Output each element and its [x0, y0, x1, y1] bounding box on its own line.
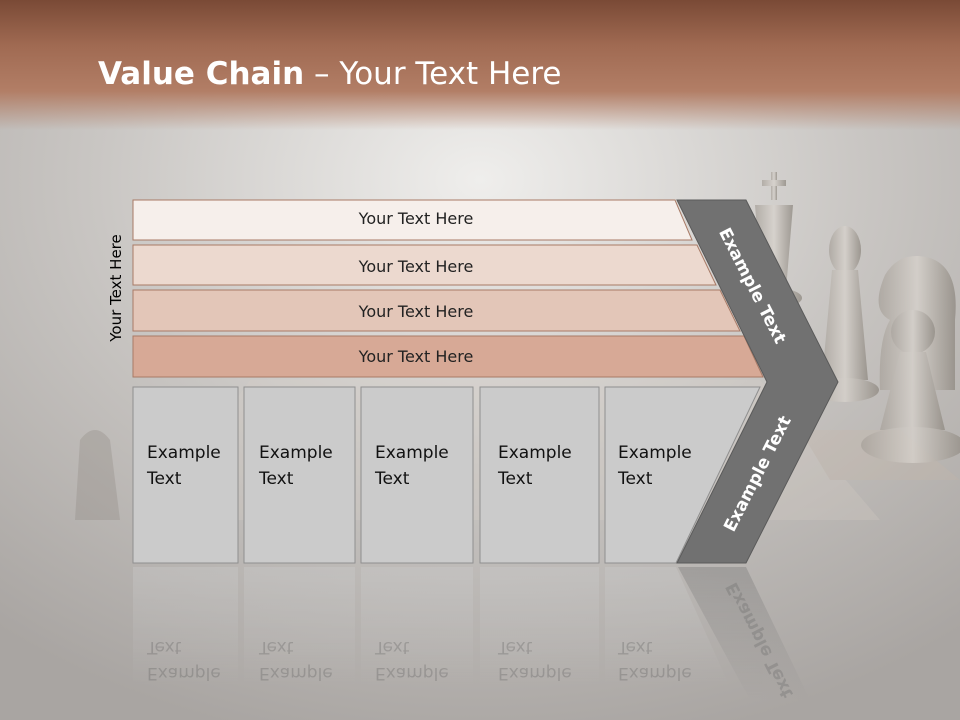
- activity-box-5: [604, 386, 761, 564]
- support-bar-label-4: Your Text Here: [358, 347, 474, 366]
- support-bar-label-3: Your Text Here: [358, 302, 474, 321]
- support-bar-1: [132, 199, 693, 241]
- activity-box-2: [243, 386, 356, 564]
- margin-chevron: [676, 199, 839, 564]
- activity-box-label-5: Example Text: [618, 443, 692, 489]
- title-rest: – Your Text Here: [304, 56, 562, 92]
- support-activities-label: Your Text Here: [107, 234, 125, 342]
- activity-box-3: [360, 386, 474, 564]
- header-band: [0, 0, 960, 130]
- activity-box-label-2: Example Text: [259, 443, 333, 489]
- activity-box-4: [479, 386, 600, 564]
- support-bar-4: [132, 335, 764, 378]
- activity-box-label-3: Example Text: [375, 443, 449, 489]
- activity-box-reflection-1: Example Text: [147, 637, 221, 683]
- activity-box-reflection-4: Example Text: [498, 637, 572, 683]
- activity-box-label-4: Example Text: [498, 443, 572, 489]
- activity-box-1: [132, 386, 239, 564]
- support-bar-label-1: Your Text Here: [358, 209, 474, 228]
- title-bold: Value Chain: [98, 56, 305, 92]
- activity-box-reflection-5: Example Text: [618, 637, 692, 683]
- support-bar-label-2: Your Text Here: [358, 257, 474, 276]
- support-bar-2: [132, 244, 717, 286]
- activity-box-reflection-3: Example Text: [375, 637, 449, 683]
- support-bar-3: [132, 289, 741, 332]
- activity-box-label-1: Example Text: [147, 443, 221, 489]
- activity-box-reflection-2: Example Text: [259, 637, 333, 683]
- page-title: Value Chain – Your Text Here: [98, 52, 561, 96]
